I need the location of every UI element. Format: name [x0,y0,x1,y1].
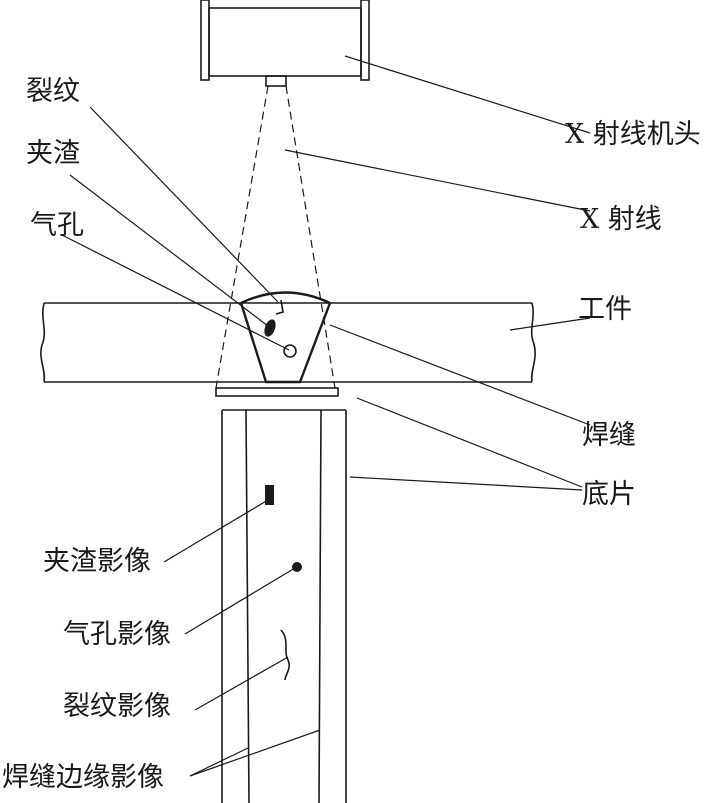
label-film: 底片 [582,479,636,510]
workpiece [40,302,536,383]
crack-defect [275,299,284,315]
label-weld-edge-image: 焊缝边缘影像 [2,762,164,793]
label-slag: 夹渣 [26,138,80,169]
weld-edge-image-left [245,409,250,803]
pore-defect [283,344,297,358]
label-crack: 裂纹 [26,76,80,107]
label-workpiece: 工件 [578,294,632,325]
developed-film [221,409,347,803]
xray-beam [215,85,336,389]
label-xray-head: X 射线机头 [565,119,701,150]
label-crack-image: 裂纹影像 [63,691,171,722]
slag-defect [264,319,276,337]
film [215,387,339,397]
label-slag-image: 夹渣影像 [43,546,151,577]
label-weld: 焊缝 [582,420,636,451]
leader-lines [61,55,591,777]
slag-image-mark [265,485,274,505]
weld-seam [239,291,332,384]
crack-image-mark [280,629,291,681]
pore-image-mark [292,562,302,572]
label-pore: 气孔 [30,210,84,241]
weld-edge-image-right [318,409,322,803]
xray-tube-head [200,0,370,87]
label-xray: X 射线 [580,204,662,235]
label-pore-image: 气孔影像 [63,619,171,650]
